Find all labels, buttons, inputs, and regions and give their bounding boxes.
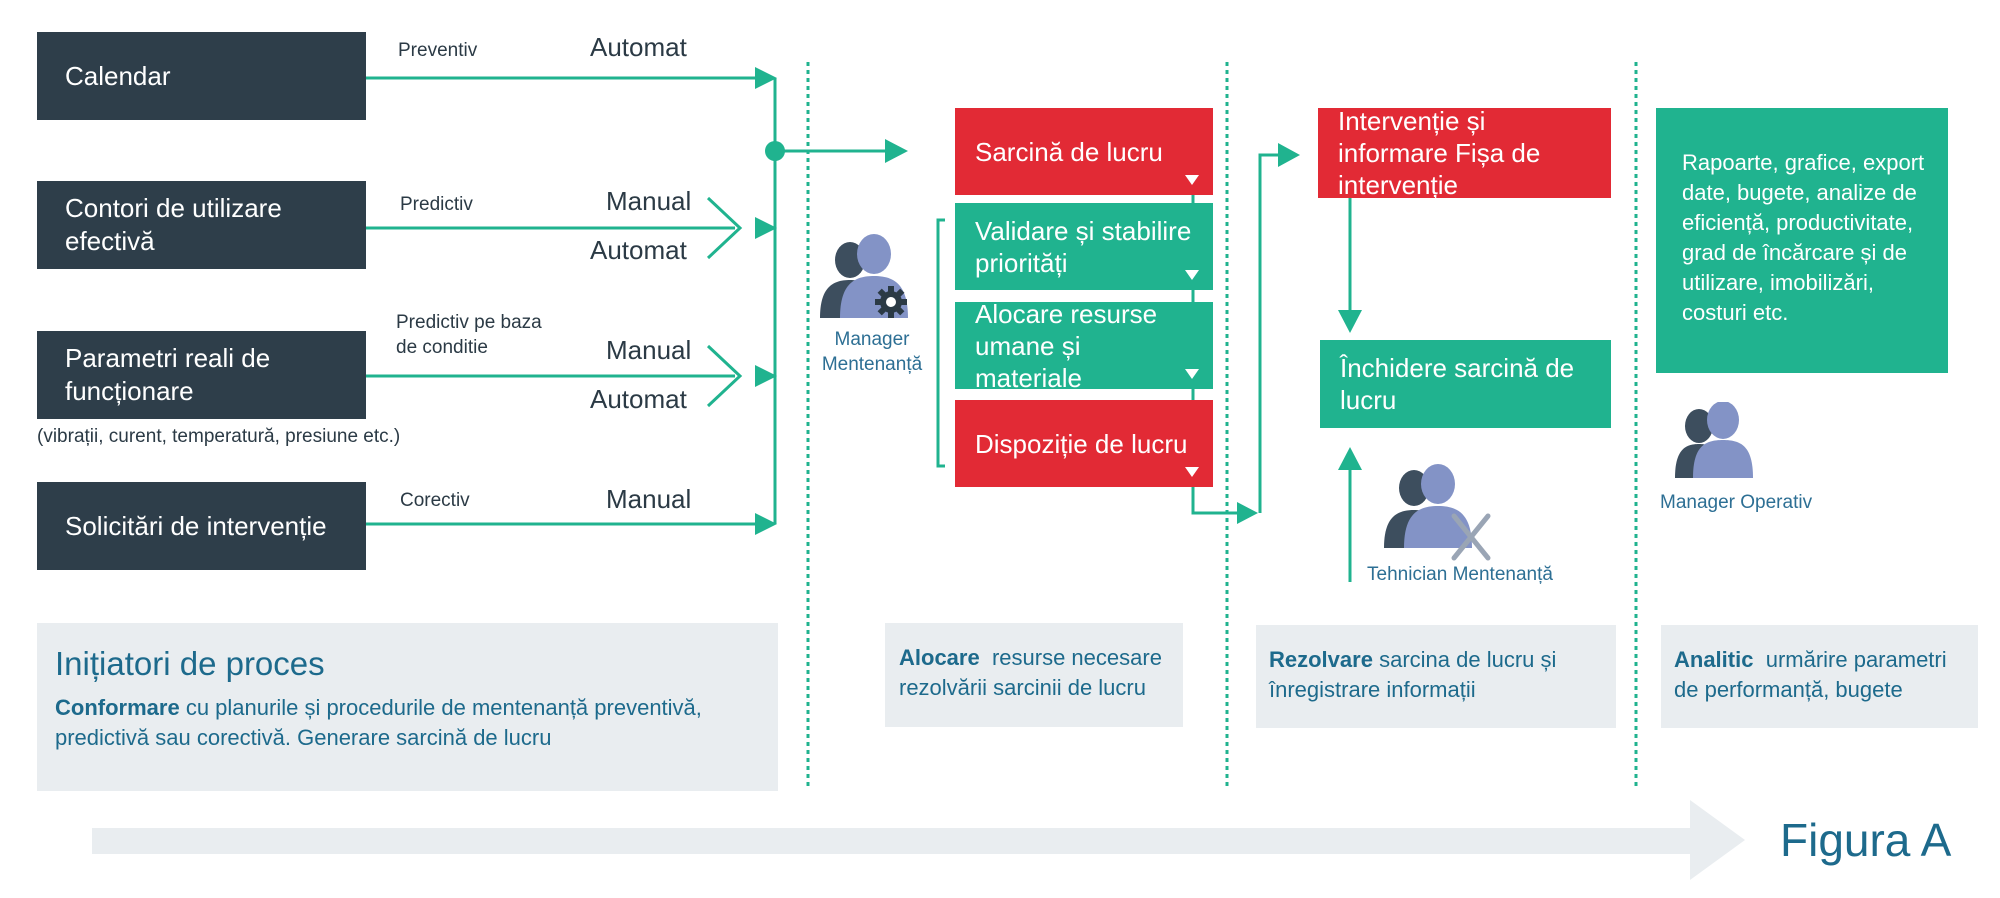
mode-label: Automat	[590, 32, 687, 62]
step-label: Sarcină de lucru	[975, 136, 1163, 167]
type-label: Preventiv	[398, 40, 478, 61]
connector-to-interventie	[1258, 153, 1285, 513]
phase-keyword: Alocare	[899, 645, 980, 670]
technician-label: Tehnician Mentenanță	[1367, 564, 1553, 585]
down-triangle-icon	[1185, 369, 1199, 379]
phase-keyword: Rezolvare	[1269, 647, 1373, 672]
initiator-solicitari: Solicitări de intervenție	[37, 482, 366, 570]
step-dispozitie: Dispoziție de lucru	[955, 400, 1213, 487]
phase-title: Inițiatori de proces	[55, 645, 325, 682]
phase-text: resurse necesare rezolvării sarcinii de …	[899, 645, 1162, 700]
phase-text: sarcina de lucru și înregistrare informa…	[1269, 647, 1557, 702]
phase-description: Rezolvare sarcina de lucru și înregistra…	[1269, 645, 1603, 705]
type-label: Predictiv	[400, 194, 473, 215]
initiator-calendar: Calendar	[37, 32, 366, 120]
step-label: Intervenție și informare Fișa de interve…	[1338, 106, 1541, 200]
step-interventie: Intervenție și informare Fișa de interve…	[1318, 106, 1611, 200]
phase-keyword: Analitic	[1674, 647, 1754, 672]
manager-operativ-icon	[1675, 402, 1753, 478]
manager-maintenance-icon	[820, 234, 908, 318]
phase-description: Alocare resurse necesare rezolvării sarc…	[899, 643, 1169, 703]
initiator-label: Solicitări de intervenție	[65, 510, 327, 541]
phase-initiators-panel: Inițiatori de proces Conformare cu planu…	[37, 623, 778, 791]
mode-label: Manual	[606, 335, 692, 365]
phase-allocation-panel: Alocare resurse necesare rezolvării sarc…	[885, 623, 1183, 727]
mode-label: Automat	[590, 384, 687, 414]
initiator-label: Contori de utilizare efectivă	[65, 193, 282, 256]
mode-label: Automat	[590, 235, 687, 265]
phase-keyword: Conformare	[55, 695, 180, 720]
initiator-label: Calendar	[65, 60, 171, 91]
manager-operativ-label: Manager Operativ	[1660, 492, 1813, 513]
step-label: Închidere sarcină de lucru	[1340, 353, 1575, 415]
step-sarcina-de-lucru: Sarcină de lucru	[955, 108, 1213, 195]
down-triangle-icon	[1185, 175, 1199, 185]
analytics-box: Rapoarte, grafice, export date, bugete, …	[1656, 108, 1948, 373]
step-label: Validare și stabilire priorități	[975, 215, 1192, 278]
step-validare: Validare și stabilire priorități	[955, 203, 1213, 290]
chevron-parametri	[706, 344, 743, 408]
phase-text: cu planurile și procedurile de mentenanț…	[55, 695, 702, 750]
initiator-parametri: Parametri reali de funcționare	[37, 331, 366, 419]
step-label: Dispoziție de lucru	[975, 428, 1188, 459]
chevron-contori	[706, 196, 743, 260]
phase-description: Conformare cu planurile și procedurile d…	[55, 693, 760, 753]
phase-description: Analitic urmărire parametri de performan…	[1674, 645, 1965, 705]
analytics-text: Rapoarte, grafice, export date, bugete, …	[1682, 150, 1925, 325]
step-inchidere: Închidere sarcină de lucru	[1320, 340, 1611, 428]
type-label: Predictiv pe baza de conditie	[396, 312, 542, 358]
mode-label: Manual	[606, 484, 692, 514]
type-label: Corectiv	[400, 490, 470, 511]
step-label: Alocare resurse umane și materiale	[975, 298, 1158, 393]
timeline-arrow	[92, 800, 1745, 880]
mode-label: Manual	[606, 186, 692, 216]
phase-analytic-panel: Analitic urmărire parametri de performan…	[1661, 625, 1978, 728]
initiator-label: Parametri reali de funcționare	[65, 343, 271, 406]
phase-resolution-panel: Rezolvare sarcina de lucru și înregistra…	[1256, 625, 1616, 728]
phase-text: urmărire parametri de performanță, buget…	[1674, 647, 1947, 702]
manager-maintenance-label: Manager Mentenanță	[821, 329, 923, 375]
initiator-note: (vibrații, curent, temperatură, presiune…	[37, 426, 401, 447]
down-triangle-icon	[1185, 467, 1199, 477]
initiator-contori: Contori de utilizare efectivă	[37, 181, 366, 269]
down-triangle-icon	[1185, 270, 1199, 280]
technician-icon	[1384, 464, 1491, 561]
figure-label: Figura A	[1780, 814, 1952, 866]
allocation-bracket	[936, 218, 945, 468]
step-alocare: Alocare resurse umane și materiale	[955, 299, 1213, 393]
